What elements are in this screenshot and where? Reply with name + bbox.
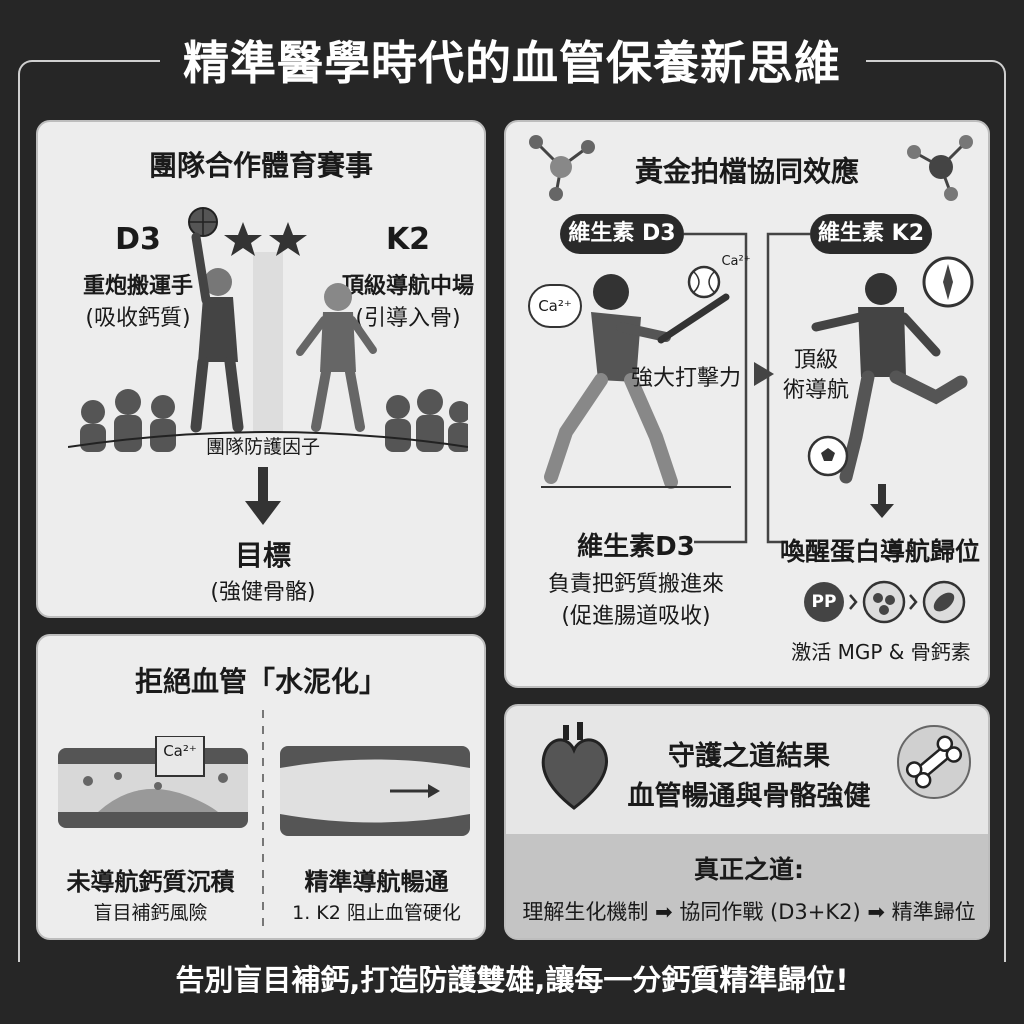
- uncontrolled-deposit-desc: 盲目補鈣風險: [93, 902, 208, 924]
- frame-line-left: [18, 60, 160, 962]
- team-panel: 團隊合作體育賽事 D3 重炮搬運手 (吸收鈣質) K2 頂級導航中場 (引導入骨…: [36, 120, 486, 618]
- pill-vitamin-k2: 維生素 K2: [810, 214, 932, 254]
- activate-label: 激活 MGP & 骨鈣素: [791, 640, 971, 664]
- heart-icon: [541, 722, 608, 810]
- result-lower-band: [506, 834, 988, 938]
- d3-desc-line2: (促進腸道吸收): [561, 604, 711, 629]
- clogged-vessel-illustration: [58, 736, 248, 828]
- k2-role: 頂級導航中場: [341, 274, 474, 299]
- gold-panel: 黃金拍檔協同效應 維生素 D3 維生素 K2 Ca²⁺ Ca²⁺ 強大打擊力 頂…: [504, 120, 990, 688]
- molecule-icon: [529, 135, 595, 201]
- result-line2: 血管暢通與骨骼強健: [627, 781, 871, 812]
- k2-heading: 喚醒蛋白導航歸位: [779, 537, 980, 566]
- goal-desc: (強健骨骼): [210, 580, 316, 605]
- flow-step-precise: 精準歸位: [891, 900, 976, 924]
- footer-slogan: 告別盲目補鈣,打造防護雙雄,讓每一分鈣質精準歸位!: [175, 963, 849, 997]
- compass-icon: [922, 256, 974, 308]
- cement-panel-title: 拒絕血管「水泥化」: [134, 665, 387, 698]
- cement-panel: 拒絕血管「水泥化」 Ca²⁺ 未導航鈣質沉積 盲目補鈣風險 精準導航暢通 1. …: [36, 634, 486, 940]
- star-icon: [269, 222, 307, 256]
- right-arrow-icon: ➡: [867, 900, 885, 924]
- vessel-divider: [262, 710, 264, 930]
- d3-label: D3: [115, 222, 161, 257]
- clear-vessel-illustration: [280, 746, 470, 836]
- d3-role: 重炮搬運手: [82, 274, 193, 299]
- flow-row: 理解生化機制 ➡ 協同作戰 (D3+K2) ➡ 精準歸位: [506, 896, 988, 926]
- protein-activation-icons: [849, 580, 966, 624]
- flow-connector-lines: [684, 232, 810, 544]
- nav-label-line2: 術導航: [782, 378, 849, 403]
- pp-protein-icon: PP: [804, 582, 844, 622]
- soccer-ball-icon: [807, 435, 849, 477]
- true-way-label: 真正之道:: [694, 855, 804, 884]
- soccer-player-illustration: [811, 273, 968, 484]
- result-panel: 守護之道結果 血管暢通與骨骼強健 真正之道: 理解生化機制 ➡ 協同作戰 (D3…: [504, 704, 990, 940]
- d3-heading: 維生素D3: [577, 532, 695, 562]
- k2-label: K2: [385, 222, 431, 257]
- ball-ca-label: Ca²⁺: [721, 254, 751, 269]
- precise-nav-heading: 精準導航暢通: [304, 868, 449, 896]
- flow-step-synergy: 協同作戰 (D3+K2): [679, 900, 861, 924]
- flow-step-understand: 理解生化機制: [522, 900, 649, 924]
- result-line1: 守護之道結果: [668, 741, 830, 772]
- pill-vitamin-d3: 維生素 D3: [560, 214, 684, 254]
- molecule-icon: [907, 135, 973, 201]
- k2-desc: (引導入骨): [355, 306, 461, 331]
- down-arrow-icon: [870, 484, 894, 518]
- gold-panel-title: 黃金拍檔協同效應: [634, 155, 859, 188]
- nav-label-line1: 頂級: [793, 348, 838, 373]
- team-panel-title: 團隊合作體育賽事: [148, 149, 373, 182]
- bone-icon: [897, 725, 971, 799]
- d3-desc-line1: 負責把鈣質搬進來: [547, 572, 724, 597]
- d3-desc: (吸收鈣質): [85, 306, 191, 331]
- precise-nav-desc: 1. K2 阻止血管硬化: [292, 902, 461, 924]
- star-icon: [224, 222, 262, 256]
- right-arrow-icon: ➡: [655, 900, 673, 924]
- baseball-icon: [687, 265, 721, 299]
- team-players-illustration: [68, 207, 468, 452]
- team-factor-label: 團隊防護因子: [205, 436, 320, 458]
- ca-box-label: Ca²⁺: [163, 742, 197, 760]
- baseball-player-illustration: [541, 274, 731, 489]
- ca-bubble: Ca²⁺: [528, 284, 582, 328]
- frame-line-right: [866, 60, 1006, 962]
- page-title: 精準醫學時代的血管保養新思維: [160, 30, 864, 96]
- uncontrolled-deposit-heading: 未導航鈣質沉積: [66, 868, 235, 896]
- hit-power-label: 強大打擊力: [630, 366, 741, 391]
- down-arrow-icon: [245, 467, 281, 525]
- goal-label: 目標: [234, 539, 291, 572]
